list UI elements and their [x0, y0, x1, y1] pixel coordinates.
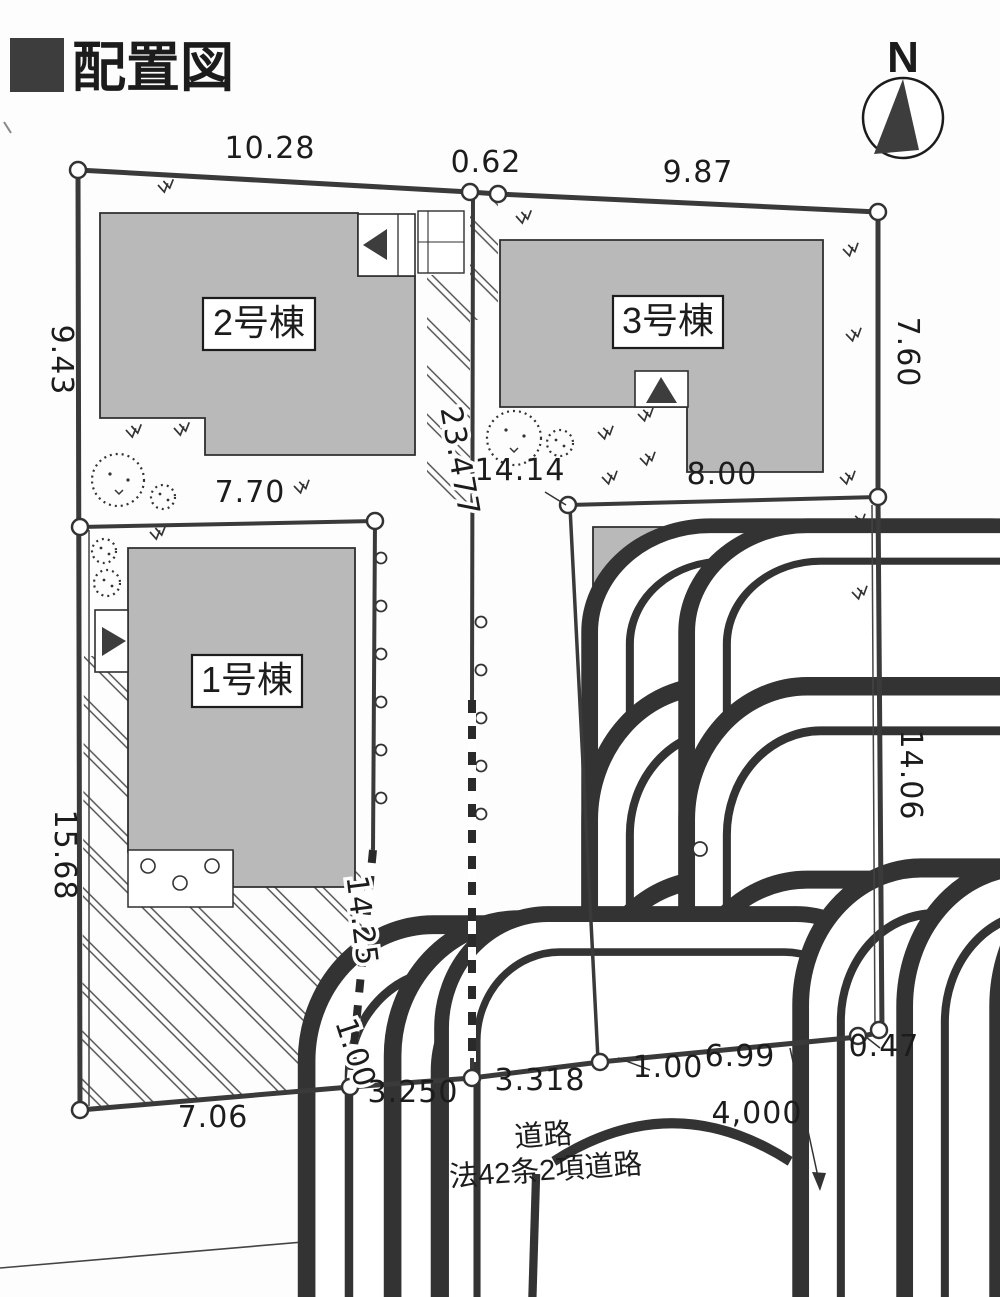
survey-point: [68, 160, 88, 180]
dim-bottom-6-99: 6.99: [705, 1039, 776, 1074]
dim-left-lower: 15.68: [47, 810, 82, 901]
grass-icon: [156, 178, 176, 194]
grass-icon: [636, 406, 657, 423]
building-3: [499, 239, 824, 473]
survey-point: [488, 184, 508, 204]
survey-point: [848, 1026, 868, 1046]
porch-step: [172, 875, 188, 891]
divider-lot3-lot4: [567, 495, 879, 507]
survey-point: [460, 182, 480, 202]
porch-step: [140, 858, 156, 874]
grass-icon: [600, 469, 621, 486]
dim-top-right: 9.87: [663, 155, 734, 190]
dim-lot3-front: 14.14: [475, 453, 566, 488]
dim-left-upper: 9.43: [44, 325, 79, 396]
road-width-line: [789, 1047, 821, 1187]
dim-right-lower: 14.06: [893, 730, 928, 821]
grass-icon: [838, 469, 859, 486]
grass-icon: [514, 209, 534, 225]
trees: [90, 409, 575, 598]
survey-point: [70, 1100, 90, 1120]
survey-point: [340, 1077, 360, 1097]
grass-icon: [638, 450, 659, 467]
building-3-label: 3号棟: [622, 300, 714, 341]
tree-icon: [92, 568, 122, 598]
divider-lot1-lot2: [79, 519, 376, 529]
divider-lot1-strip: [371, 520, 377, 853]
dim-bottom-0-47: 0.47: [849, 1029, 920, 1064]
tree-icon: [90, 452, 146, 508]
dim-divider-12: 7.70: [215, 475, 286, 510]
entrance-arrow-icon-b1: [102, 627, 126, 656]
dim-bottom-3-318: 3.318: [495, 1063, 586, 1098]
title-square-icon: [10, 38, 64, 92]
entrance-arrow-icon-b2: [363, 229, 387, 260]
entrance-arrow-icon-b3: [646, 377, 677, 403]
tree-icon: [545, 428, 575, 458]
tree-icon: [485, 409, 543, 467]
checker-boundary-lot1: [346, 849, 377, 1088]
survey-point: [590, 1052, 610, 1072]
scan-speck: [3, 121, 12, 134]
divider-strip-lot4: [568, 506, 600, 1061]
page-title: 配置図: [10, 38, 234, 98]
survey-point: [558, 495, 578, 515]
road-width-arrowhead: [812, 1172, 826, 1191]
building-1: [94, 547, 356, 908]
dimension-leaders: [544, 491, 881, 1187]
compass-n-label: N: [887, 33, 919, 82]
grass-icon: [124, 423, 144, 439]
lot-boundaries: [75, 167, 885, 1113]
grass-icon: [596, 424, 617, 441]
survey-point: [70, 517, 90, 537]
parked-cars: [285, 526, 1000, 1297]
dim-bottom-7-06: 7.06: [178, 1100, 249, 1135]
grass-icon: [148, 525, 168, 541]
dim-right-upper: 7.60: [890, 317, 925, 388]
grass-icon: [841, 241, 862, 258]
grass-icon: [292, 478, 313, 495]
dim-road-width: 4,000: [712, 1096, 803, 1131]
dim-top-mid: 0.62: [451, 145, 522, 180]
survey-point: [868, 202, 888, 222]
dim-divider-34: 8.00: [687, 457, 758, 492]
dim-bottom-3-250: 3.250: [368, 1075, 459, 1110]
survey-point: [869, 1020, 889, 1040]
title-text: 配置図: [72, 38, 234, 98]
porch-step: [204, 858, 220, 874]
center-boundary-line: [470, 195, 475, 703]
survey-points: [68, 160, 889, 1120]
grass-icon: [172, 421, 192, 437]
dim-top-left: 10.28: [225, 131, 316, 166]
walkway-hatch: [427, 275, 470, 505]
north-arrow-icon: N: [861, 33, 945, 160]
tree-icon: [90, 537, 118, 565]
survey-point: [868, 487, 888, 507]
grass-icon: [844, 326, 865, 343]
building-1-label: 1号棟: [201, 659, 293, 700]
building-2-label: 2号棟: [213, 302, 305, 343]
survey-point: [462, 1068, 482, 1088]
dimension-labels: 10.28 0.62 9.87 9.43 15.68 7.60 14.06 23…: [44, 131, 928, 1135]
tree-icon: [149, 483, 177, 511]
road-name-label: 道路: [513, 1117, 573, 1154]
survey-point: [365, 511, 385, 531]
dim-bottom-1-00: 1.00: [633, 1050, 704, 1085]
